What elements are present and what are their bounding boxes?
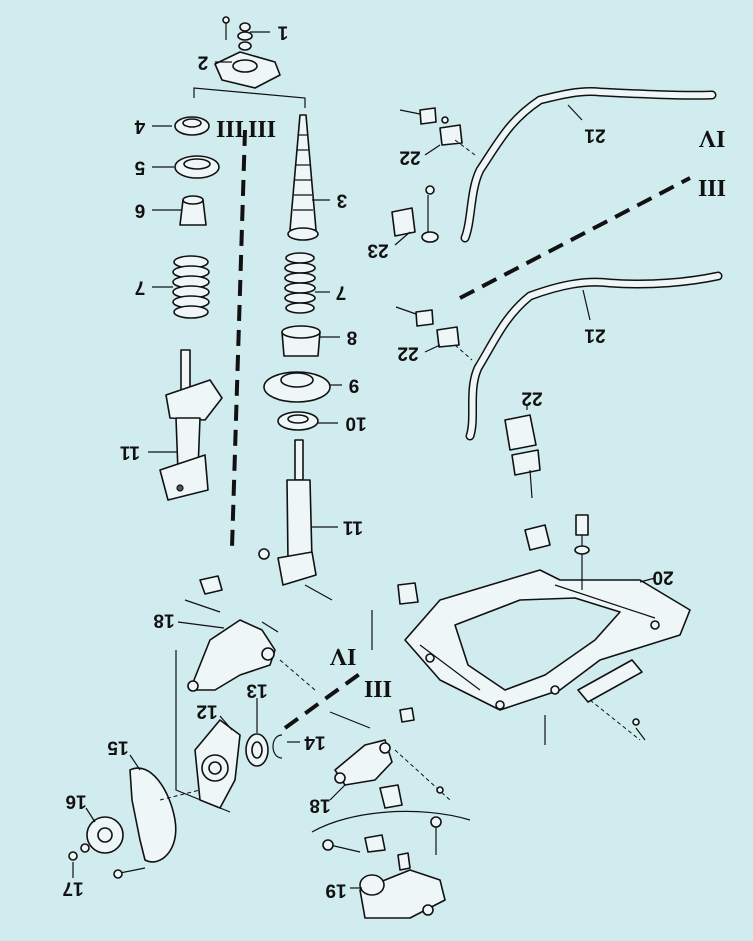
version-label-middle-upper: IV: [329, 643, 356, 669]
part-11-shock-right: [258, 439, 333, 601]
strut-assembly-right: [258, 114, 333, 601]
label-5: 5: [134, 157, 145, 178]
part-6-bump-stop: [179, 195, 207, 226]
part-3-boot: [287, 114, 319, 241]
label-18-right: 18: [309, 795, 330, 816]
part-20-crossmember: [371, 514, 691, 745]
version-label-top-right: III: [248, 115, 276, 141]
label-19: 19: [325, 880, 346, 901]
label-2: 2: [198, 52, 209, 73]
label-17: 17: [62, 878, 83, 899]
label-22-middle: 22: [397, 343, 418, 364]
label-20: 20: [652, 567, 673, 588]
part-labels: 1 2 4 5 6 7 11 3 7 8 9 10 11 21 22 23 21…: [62, 22, 673, 901]
part-5-bearing: [174, 155, 220, 179]
part-17-bolt: [68, 851, 146, 879]
part-8-insulator: [281, 325, 321, 357]
part-7-spring-right: [284, 252, 316, 314]
label-21-lower: 21: [584, 325, 606, 346]
label-4: 4: [134, 116, 145, 137]
label-3: 3: [337, 190, 348, 211]
part-7-spring-left: [172, 255, 210, 319]
label-13: 13: [246, 680, 267, 701]
part-12-knuckle: [194, 719, 241, 809]
label-8: 8: [347, 327, 358, 348]
label-12: 12: [196, 701, 217, 722]
label-22-upper: 22: [399, 147, 420, 168]
version-divider-vertical: [230, 129, 247, 549]
part-13-bushing: [245, 733, 269, 767]
part-10-washer: [277, 411, 319, 431]
label-7-left: 7: [135, 277, 146, 298]
top-mount: [193, 16, 306, 108]
version-divider-middle: [283, 668, 367, 730]
label-23: 23: [367, 240, 388, 261]
part-15-brake-shield: [129, 767, 201, 863]
label-15: 15: [107, 737, 129, 758]
part-19-ball-joint: [311, 810, 471, 919]
label-6: 6: [135, 200, 146, 221]
leader-lines: [72, 31, 656, 889]
strut-assembly-left: [159, 116, 223, 501]
version-label-bar-lower: III: [698, 174, 726, 200]
version-label-top-left: III: [216, 115, 244, 141]
label-11-right: 11: [343, 517, 364, 538]
label-11-left: 11: [120, 442, 141, 463]
version-label-bar-upper: IV: [698, 125, 725, 151]
part-4-cap: [174, 116, 210, 136]
label-18-left: 18: [153, 610, 174, 631]
part-14-clip: [272, 734, 283, 759]
stabilizer-bar-iv: [391, 87, 717, 243]
part-11-shock-left: [159, 349, 223, 501]
label-7-right: 7: [336, 282, 347, 303]
part-18-lower-arm-right: [329, 707, 451, 809]
label-21-upper: 21: [584, 125, 606, 146]
version-label-middle-lower: III: [364, 675, 392, 701]
part-18-lower-arm-left: [175, 575, 316, 813]
label-14: 14: [304, 732, 326, 753]
label-10: 10: [345, 413, 366, 434]
label-1: 1: [277, 22, 288, 43]
stabilizer-bar-iii: [395, 271, 723, 499]
version-markers: III III IV III IV III: [216, 115, 726, 701]
version-divider-bars: [459, 176, 691, 300]
label-9: 9: [349, 375, 360, 396]
label-22-lower: 22: [521, 388, 542, 409]
label-16: 16: [65, 791, 86, 812]
part-9-spring-seat: [263, 371, 331, 403]
part-16-hub: [80, 816, 124, 854]
